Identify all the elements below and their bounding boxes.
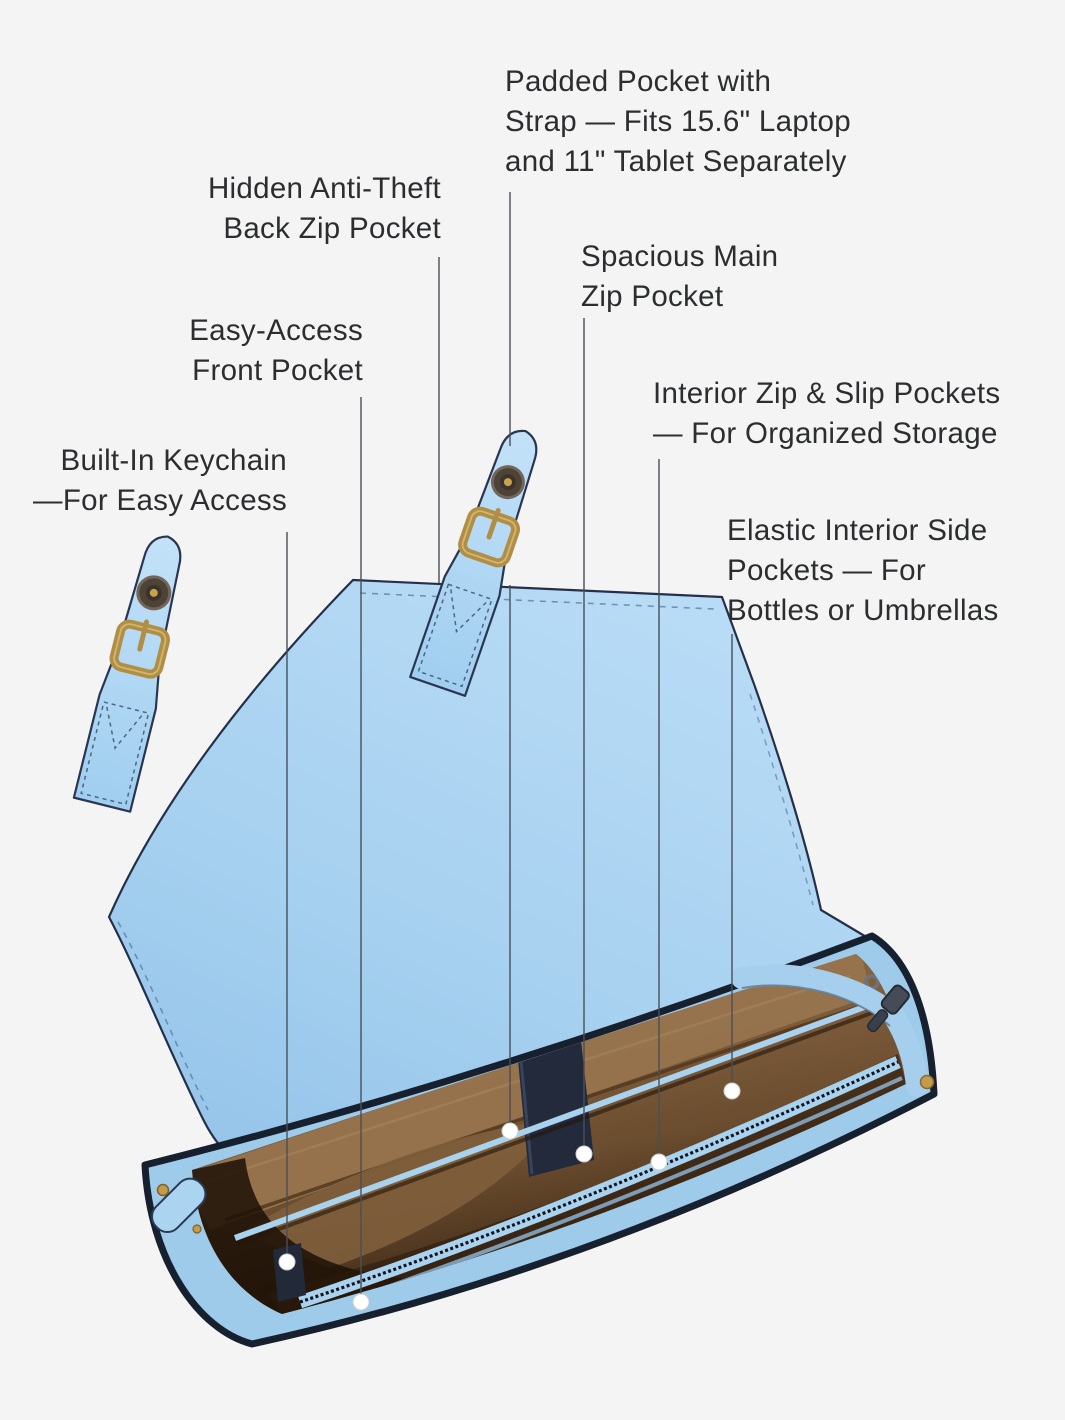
right-buckle-prong [486,508,501,540]
divider-shadow [237,1008,881,1246]
left-buckle-prong [137,619,150,652]
keychain-strap [150,1177,207,1234]
keychain-snap-button [156,1183,170,1197]
callout-label-padded-laptop-pocket: Padded Pocket with Strap — Fits 15.6" La… [505,65,851,178]
keychain-rivet [192,1224,202,1234]
right-strap-v-stitch [450,589,488,634]
callout-lines [286,192,733,1302]
left-snap-pin [149,588,158,597]
right-handle-strap [409,429,538,697]
callout-label-anti-theft-pocket: Hidden Anti-Theft Back Zip Pocket [207,172,441,245]
flap-left-stitching [117,921,209,1111]
bag-opening [141,932,938,1348]
flap-panel [107,578,870,1202]
left-strap-v-stitch [106,706,143,750]
right-snap-pin [503,478,512,487]
flap-right-stitching [749,693,814,906]
callout-dot-main-zip [575,1145,593,1163]
side-brass-stud [919,1074,935,1090]
callout-label-keychain: Built-In Keychain —For Easy Access [33,444,287,517]
keychain-webbing-loop [273,1243,306,1302]
bag-flap [107,578,870,1202]
front-zip-teeth [299,1060,899,1304]
right-strap-tab-stitching [417,583,493,688]
left-handle-strap [72,535,182,813]
callout-dots [278,1082,741,1311]
callout-label-interior-pockets: Interior Zip & Slip Pockets — For Organi… [653,377,1001,450]
cushion-seam-light [204,974,851,1184]
callout-dot-interior-pockets [650,1153,668,1171]
callout-label-main-zip-pocket: Spacious Main Zip Pocket [581,240,779,313]
callout-dot-keychain [278,1253,296,1271]
callout-dot-front-pocket [352,1293,370,1311]
callout-dot-elastic-pockets [723,1082,741,1100]
divider-blue-edge [233,999,880,1241]
zipper-slider [866,984,910,1033]
callout-dot-padded [501,1122,519,1140]
interior-bottom-shadow [268,1054,906,1314]
callout-label-elastic-side-pockets: Elastic Interior Side Pockets — For Bott… [727,514,999,627]
zipper-pull [866,1009,889,1033]
left-strap-tab-stitching [80,701,150,806]
callout-label-front-pocket: Easy-Access Front Pocket [189,314,363,387]
